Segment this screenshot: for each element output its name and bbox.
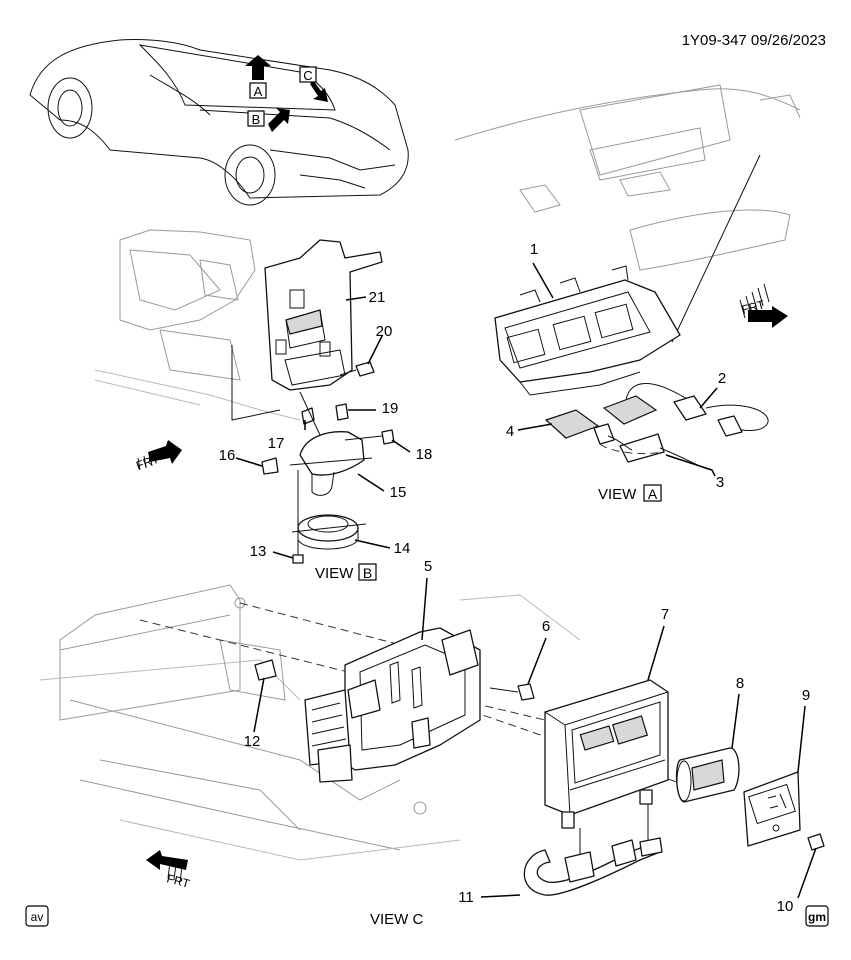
frt-label-view-a: FRT <box>740 297 767 317</box>
corner-badge-right: gm <box>808 910 826 924</box>
corner-badges: av gm <box>25 905 829 927</box>
callout-10: 10 <box>777 898 794 915</box>
view-a-overhead-console: FRT <box>454 84 801 471</box>
callout-20: 20 <box>376 323 393 340</box>
callout-3: 3 <box>716 474 724 491</box>
view-c-caption: VIEW C <box>370 911 424 928</box>
view-a-arrow-letter: A <box>254 84 263 99</box>
view-c-arrow <box>310 80 328 102</box>
leader-lines <box>235 262 817 899</box>
callout-12: 12 <box>244 733 261 750</box>
callout-6: 6 <box>542 618 550 635</box>
view-a-caption-letter: A <box>648 486 658 502</box>
callout-21: 21 <box>369 289 386 306</box>
callout-7: 7 <box>661 606 669 623</box>
view-b-arrow <box>268 108 290 132</box>
callout-17: 17 <box>268 435 285 452</box>
callout-11: 11 <box>458 889 474 906</box>
callout-16: 16 <box>219 447 236 464</box>
callout-19: 19 <box>382 400 399 417</box>
callout-8: 8 <box>736 675 744 692</box>
view-c-module-area: FRT <box>39 584 825 896</box>
callouts: 1 2 3 4 5 6 7 8 9 10 11 12 13 14 15 16 1… <box>219 241 811 915</box>
callout-18: 18 <box>416 446 433 463</box>
frt-label-view-c: FRT <box>165 871 192 891</box>
diagram-code: 1Y09-347 09/26/2023 <box>682 32 826 49</box>
callout-15: 15 <box>390 484 407 501</box>
view-captions: VIEW A VIEW B VIEW C <box>315 484 662 928</box>
callout-13: 13 <box>250 543 267 560</box>
callout-4: 4 <box>506 423 514 440</box>
view-a-caption-prefix: VIEW <box>598 486 637 503</box>
car-illustration: A B C <box>29 39 409 206</box>
callout-1: 1 <box>530 241 538 258</box>
callout-2: 2 <box>718 370 726 387</box>
view-b-arrow-letter: B <box>252 112 261 127</box>
view-b-caption-prefix: VIEW <box>315 565 354 582</box>
view-b-column-area: FRT <box>94 229 395 564</box>
callout-9: 9 <box>802 687 810 704</box>
view-a-arrow <box>245 55 271 80</box>
callout-14: 14 <box>394 540 411 557</box>
view-c-arrow-letter: C <box>303 68 312 83</box>
callout-5: 5 <box>424 558 432 575</box>
corner-badge-left: av <box>31 910 44 924</box>
view-b-caption-letter: B <box>363 565 372 581</box>
